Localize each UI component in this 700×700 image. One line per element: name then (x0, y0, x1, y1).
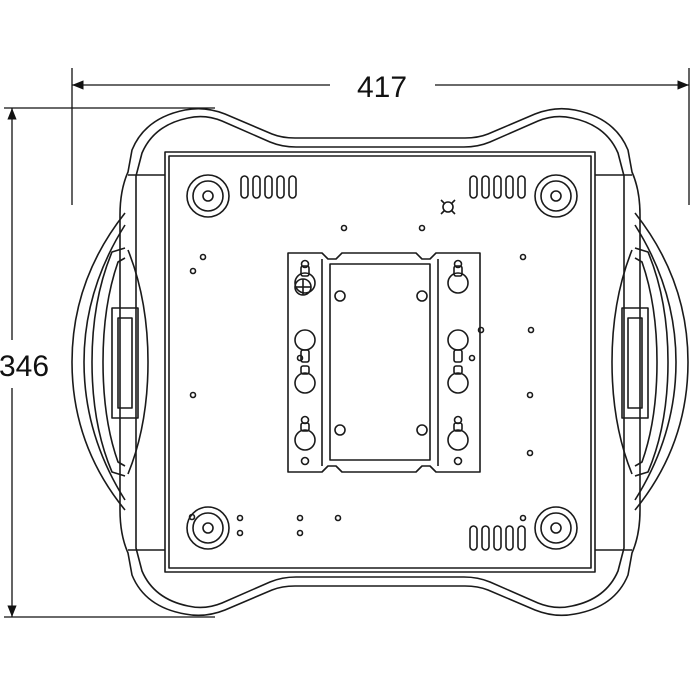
width-dimension (71, 68, 690, 205)
vent-slots-bottom-right (469, 525, 526, 551)
bracket-outline (287, 252, 481, 473)
clamp-bolt (294, 278, 312, 296)
mounting-bracket (287, 252, 481, 473)
fixture-body (71, 107, 689, 617)
screw-holes (188, 224, 535, 537)
base-plate-inner (168, 155, 592, 569)
foot-top-right (534, 174, 578, 218)
vent-slots-top-left (240, 175, 297, 199)
width-label: 417 (357, 71, 407, 104)
height-dimension (4, 107, 215, 618)
foot-bottom-right (534, 506, 578, 550)
left-handle (71, 212, 149, 511)
mounting-symbol (440, 199, 456, 215)
bracket-center-plate (329, 263, 431, 461)
foot-top-left (186, 174, 230, 218)
housing-outline (119, 107, 641, 617)
height-label: 346 (0, 350, 49, 383)
right-handle (611, 212, 689, 511)
foot-bottom-left (186, 506, 230, 550)
vent-slots-top-right (469, 175, 526, 199)
housing-inner-outline (135, 115, 625, 609)
base-plate (164, 151, 596, 573)
